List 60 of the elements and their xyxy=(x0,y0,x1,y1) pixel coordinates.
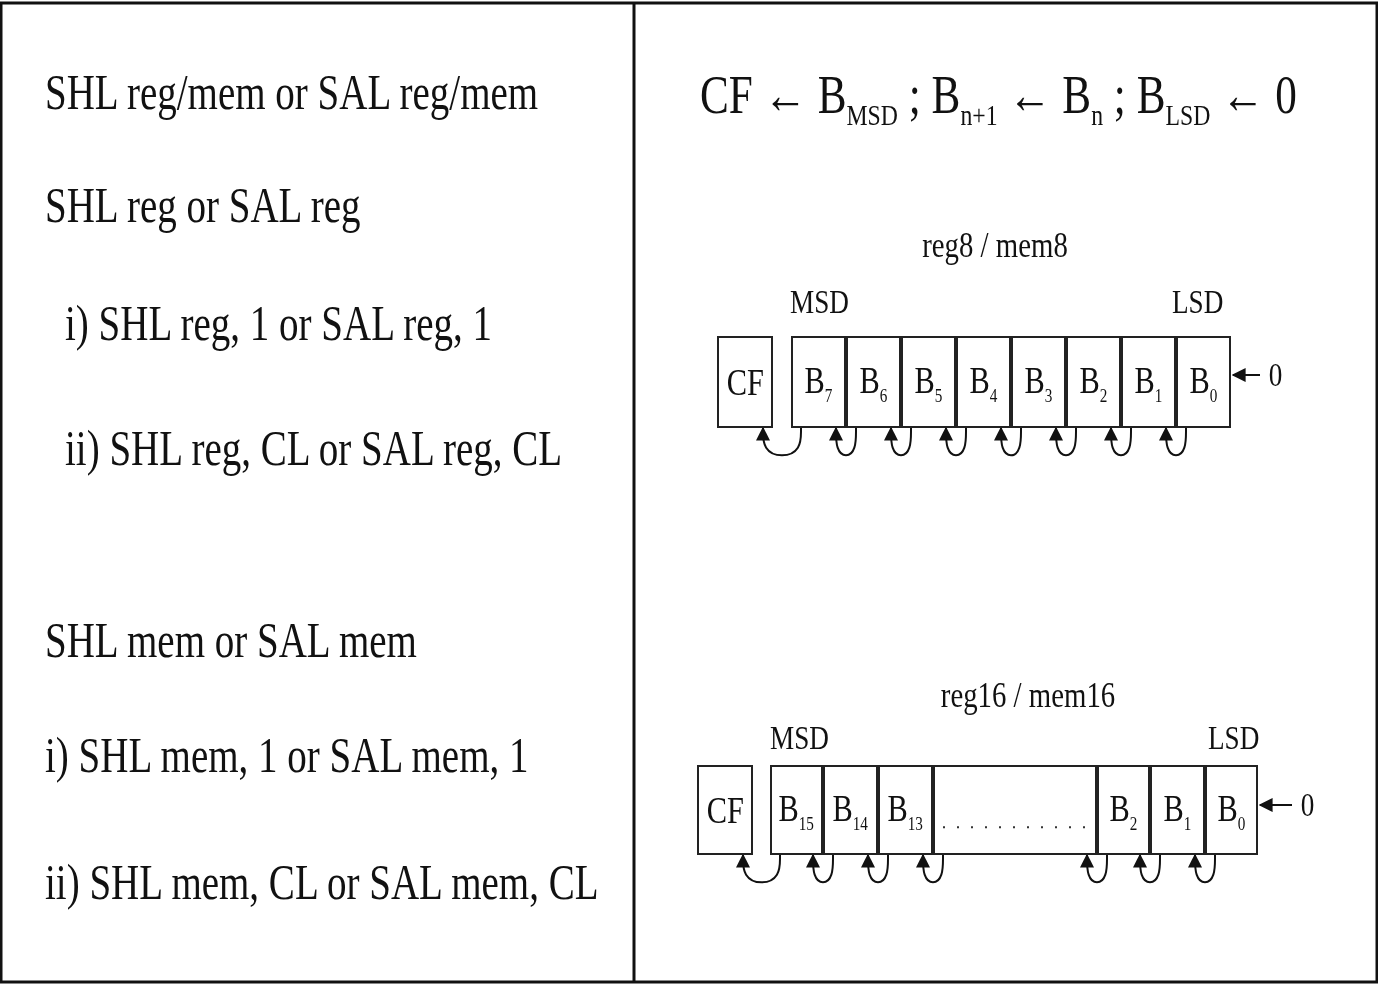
register-bit-box xyxy=(1205,765,1258,855)
bit-label: B$_{2}$ xyxy=(1079,357,1108,407)
shift-arrow xyxy=(1080,853,1108,884)
shift-arrow xyxy=(884,426,912,457)
register-bit-box xyxy=(1150,765,1205,855)
lsd-label: LSD xyxy=(1172,285,1224,319)
shift-formula: CF ← B$_{MSD}$ ; B$_{n+1}$ ← B$_{n}$ ; B$_{LSD}$ ← 0 xyxy=(700,68,1297,131)
register-bit-box xyxy=(1176,336,1231,428)
shift-arrow xyxy=(1133,853,1161,884)
shift-arrow xyxy=(736,853,781,884)
shift-arrow xyxy=(861,853,889,884)
register-bit-box xyxy=(1121,336,1176,428)
bit-label: B$_{1}$ xyxy=(1163,785,1192,835)
input-value: 0 xyxy=(1300,786,1314,824)
statement-heading: SHL mem or SAL mem xyxy=(45,615,417,665)
register-bit-box xyxy=(770,765,823,855)
arrow xyxy=(1258,798,1293,812)
register-bit-box xyxy=(697,765,753,855)
shift-arrow xyxy=(1049,426,1077,457)
elided-bits-box xyxy=(933,765,1097,855)
bit-label: B$_{3}$ xyxy=(1024,357,1053,407)
bit-label: B$_{7}$ xyxy=(804,357,833,407)
register-bit-box xyxy=(1097,765,1150,855)
bit-label: CF xyxy=(726,360,764,404)
register-bit-box xyxy=(823,765,878,855)
register-bit-box xyxy=(791,336,846,428)
shift-arrow xyxy=(806,853,834,884)
bit-label: B$_{5}$ xyxy=(914,357,943,407)
bit-label: B$_{4}$ xyxy=(969,357,998,407)
shift-arrow xyxy=(1104,426,1132,457)
shift-arrow xyxy=(1159,426,1187,457)
bit-label: B$_{2}$ xyxy=(1109,785,1138,835)
input-value: 0 xyxy=(1268,356,1282,394)
register-bit-box xyxy=(956,336,1011,428)
register-bit-box xyxy=(878,765,933,855)
shift-arrow xyxy=(939,426,967,457)
bit-label: B$_{15}$ xyxy=(778,785,815,835)
msd-label: MSD xyxy=(770,721,829,755)
shift-arrow xyxy=(829,426,857,457)
msd-label: MSD xyxy=(790,285,849,319)
bit-label: B$_{14}$ xyxy=(832,785,869,835)
bit-label: CF xyxy=(706,788,744,832)
bit-label: B$_{6}$ xyxy=(859,357,888,407)
register-bit-box xyxy=(1011,336,1066,428)
shift-arrow xyxy=(756,426,802,457)
bit-label: B$_{13}$ xyxy=(887,785,924,835)
lsd-label: LSD xyxy=(1208,721,1260,755)
register-size-label: reg16 / mem16 xyxy=(940,677,1116,713)
register-bit-box xyxy=(717,336,773,428)
register-bit-box xyxy=(1066,336,1121,428)
bit-label: B$_{0}$ xyxy=(1189,357,1218,407)
shift-arrow xyxy=(994,426,1022,457)
arrow xyxy=(1231,368,1261,382)
register-bit-box xyxy=(846,336,901,428)
register-bit-box xyxy=(901,336,956,428)
register-size-label: reg8 / mem8 xyxy=(922,227,1068,263)
shift-arrow xyxy=(1188,853,1216,884)
bit-label: B$_{0}$ xyxy=(1217,785,1246,835)
shift-arrow xyxy=(916,853,944,884)
bit-label: B$_{1}$ xyxy=(1134,357,1163,407)
